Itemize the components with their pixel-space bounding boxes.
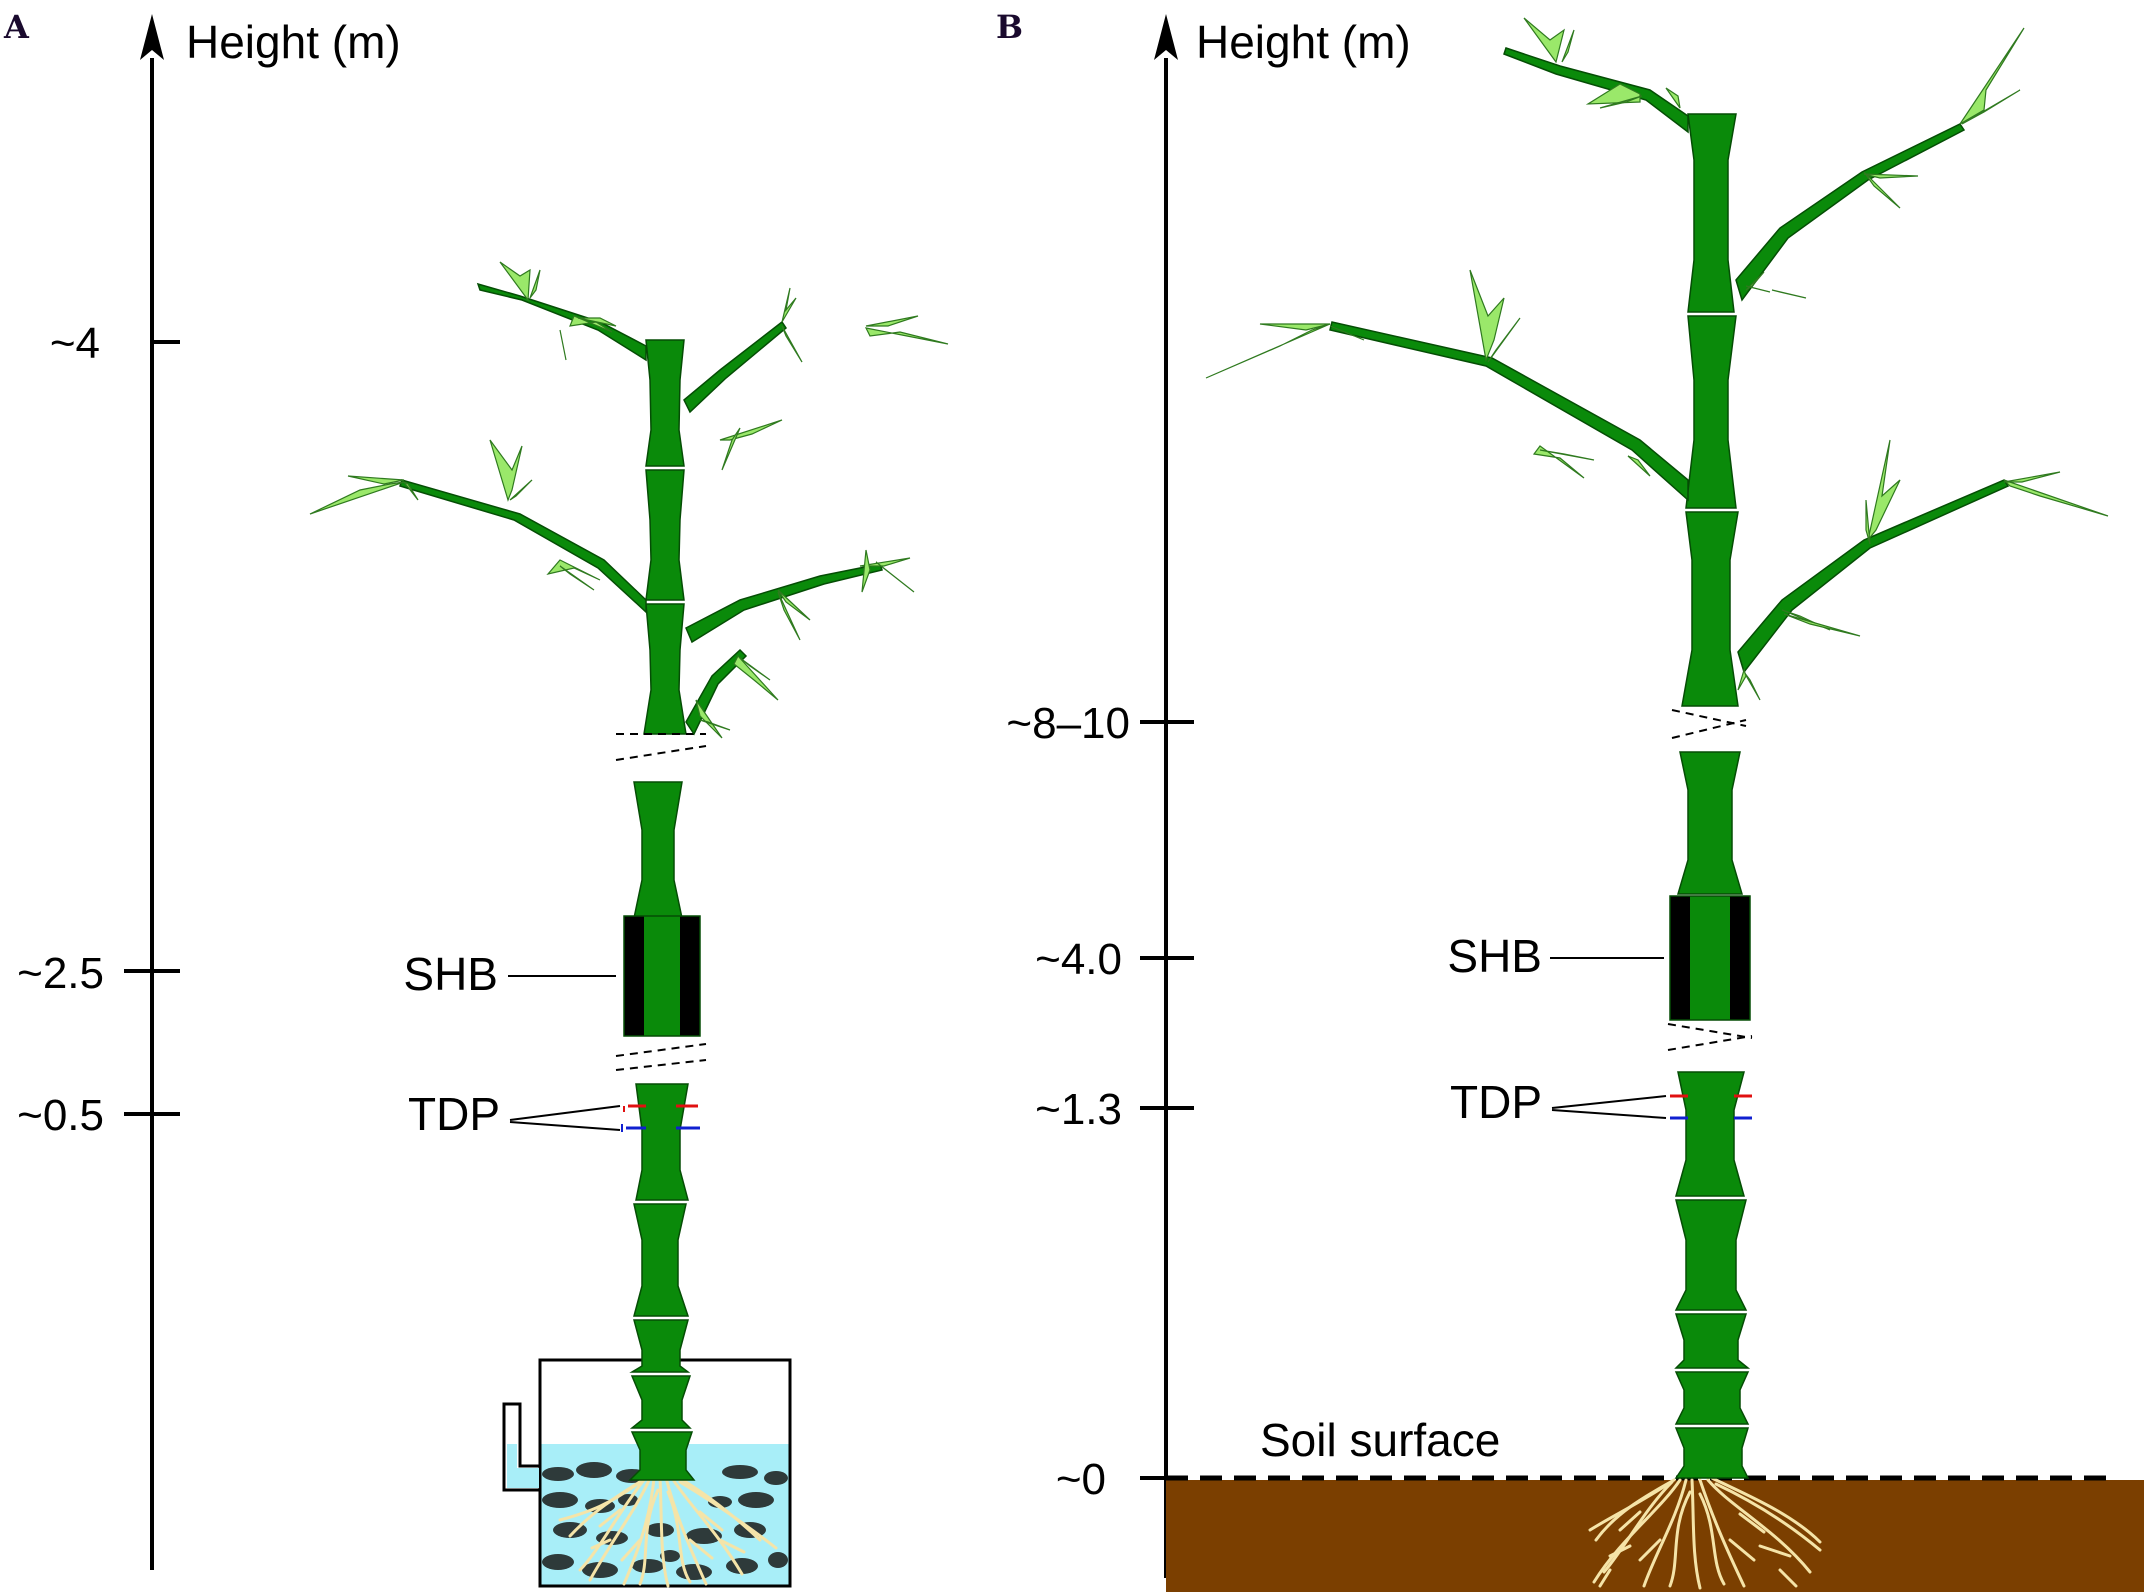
panel-a-tick-label: ~4: [50, 319, 100, 368]
panel-a-tick-label: ~2.5: [17, 949, 104, 998]
panel-a: A Height (m) ~4 ~2.5 ~0.5: [3, 8, 949, 1588]
panel-a-letter: A: [3, 8, 30, 46]
panel-a-shb-label: SHB: [403, 948, 498, 1000]
tdp-probes-a: [621, 1104, 700, 1132]
panel-a-tick-label: ~0.5: [17, 1091, 104, 1140]
panel-b-axis-title: Height (m): [1196, 16, 1411, 68]
bamboo-stem-a: [628, 339, 696, 1481]
panel-b: B Height (m) ~8–10 ~4.0 ~1.3 ~0 Soil sur…: [996, 8, 2144, 1592]
tdp-probes-b: [1670, 1094, 1752, 1120]
branches-b: [1329, 47, 2010, 674]
panel-a-tdp-leader: [509, 1105, 621, 1131]
shb-band-b: [1669, 895, 1751, 1021]
soil-block: [1166, 1480, 2144, 1592]
leaves-b: [1205, 17, 2109, 701]
panel-b-tick-label: ~1.3: [1035, 1085, 1122, 1134]
break-marks-b: [1667, 709, 1753, 1051]
panel-b-tdp-leader: [1551, 1095, 1667, 1119]
leaves-a: [309, 261, 949, 739]
panel-b-tick-label: ~0: [1056, 1455, 1106, 1504]
break-marks-a: [615, 733, 707, 1071]
bamboo-stem-b: [1674, 113, 1751, 1479]
panel-b-shb-label: SHB: [1447, 930, 1542, 982]
branches-a: [399, 282, 883, 736]
roots-b: [1588, 1476, 1822, 1590]
panel-b-tick-label: ~4.0: [1035, 935, 1122, 984]
panel-b-tick-label: ~8–10: [1006, 699, 1130, 748]
panel-b-height-axis: [1154, 14, 1178, 1578]
soil-surface-label: Soil surface: [1260, 1414, 1500, 1466]
shb-band-a: [623, 915, 701, 1037]
panel-a-tdp-label: TDP: [408, 1088, 500, 1140]
roots-a: [558, 1474, 778, 1588]
panel-a-height-axis: [140, 14, 164, 1570]
panel-b-tdp-label: TDP: [1450, 1076, 1542, 1128]
panel-a-axis-title: Height (m): [186, 16, 401, 68]
panel-b-letter: B: [996, 8, 1023, 46]
